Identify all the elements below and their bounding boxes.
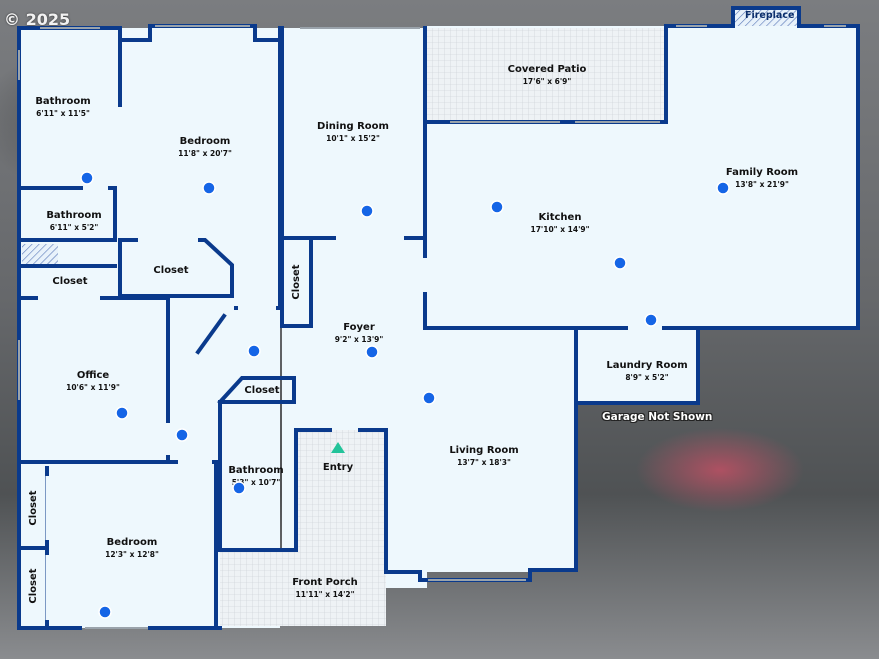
utility-hatch [22, 244, 58, 264]
family-name: Family Room [726, 167, 798, 178]
hotspot-bathroom3[interactable] [232, 481, 246, 495]
porch-name: Front Porch [292, 577, 358, 588]
fireplace-hatch [733, 8, 799, 26]
hotspot-bathroom1[interactable] [80, 171, 94, 185]
hotspot-foyer[interactable] [365, 345, 379, 359]
front-porch-floor [220, 430, 386, 626]
hotspot-kitchen-2[interactable] [613, 256, 627, 270]
foyer-dim: 9'2" x 13'9" [335, 335, 384, 344]
bedroom1-dim: 11'8" x 20'7" [178, 149, 232, 158]
kitchen-dim: 17'10" x 14'9" [531, 225, 590, 234]
foyer-name: Foyer [343, 322, 375, 333]
office-name: Office [77, 370, 110, 381]
bathroom2-name: Bathroom [46, 210, 101, 221]
laundry-dim: 8'9" x 5'2" [625, 373, 668, 382]
bedroom1-name: Bedroom [180, 136, 231, 147]
openings [38, 185, 662, 620]
entry-marker-icon[interactable] [331, 442, 345, 453]
bathroom3-dim: 5'3" x 10'7" [232, 478, 281, 487]
closet4-name: Closet [28, 490, 39, 525]
windows [18, 25, 846, 629]
hotspot-hall[interactable] [247, 344, 261, 358]
bedroom2-dim: 12'3" x 12'8" [105, 550, 159, 559]
dining-dim: 10'1" x 15'2" [326, 134, 380, 143]
bedroom2-name: Bedroom [107, 537, 158, 548]
fireplace-label: Fireplace [745, 10, 795, 21]
kitchen-name: Kitchen [539, 212, 582, 223]
hotspot-office[interactable] [115, 406, 129, 420]
living-name: Living Room [449, 445, 518, 456]
laundry-name: Laundry Room [606, 360, 687, 371]
patio-dim: 17'6" x 6'9" [523, 77, 572, 86]
hotspot-laundry-door[interactable] [644, 313, 658, 327]
garage-note: Garage Not Shown [602, 411, 713, 423]
family-dim: 13'8" x 21'9" [735, 180, 789, 189]
copyright-text: © 2025 [4, 10, 71, 29]
hotspot-dining[interactable] [360, 204, 374, 218]
closet2-name: Closet [153, 265, 188, 276]
closet3-name: Closet [244, 385, 279, 396]
hotspot-living[interactable] [422, 391, 436, 405]
porch-dim: 11'11" x 14'2" [296, 590, 355, 599]
hotspots [80, 171, 730, 619]
closet1-name: Closet [52, 276, 87, 287]
entry-name: Entry [323, 462, 354, 473]
floors [19, 8, 858, 628]
bathroom1-dim: 6'11" x 11'5" [36, 109, 90, 118]
hotspot-family[interactable] [716, 181, 730, 195]
bathroom1-name: Bathroom [35, 96, 90, 107]
hotspot-bedroom2[interactable] [98, 605, 112, 619]
living-dim: 13'7" x 18'3" [457, 458, 511, 467]
closet-vert-name: Closet [291, 264, 302, 299]
bathroom3-name: Bathroom [228, 465, 283, 476]
bathroom2-dim: 6'11" x 5'2" [50, 223, 99, 232]
dining-name: Dining Room [317, 121, 389, 132]
patio-name: Covered Patio [508, 64, 587, 75]
closet5-name: Closet [28, 568, 39, 603]
covered-patio-floor [427, 28, 666, 122]
office-dim: 10'6" x 11'9" [66, 383, 120, 392]
hotspot-hall-2[interactable] [175, 428, 189, 442]
room-labels: Bathroom 6'11" x 11'5" Bedroom 11'8" x 2… [28, 64, 798, 604]
hotspot-kitchen-1[interactable] [490, 200, 504, 214]
hotspot-bedroom1[interactable] [202, 181, 216, 195]
